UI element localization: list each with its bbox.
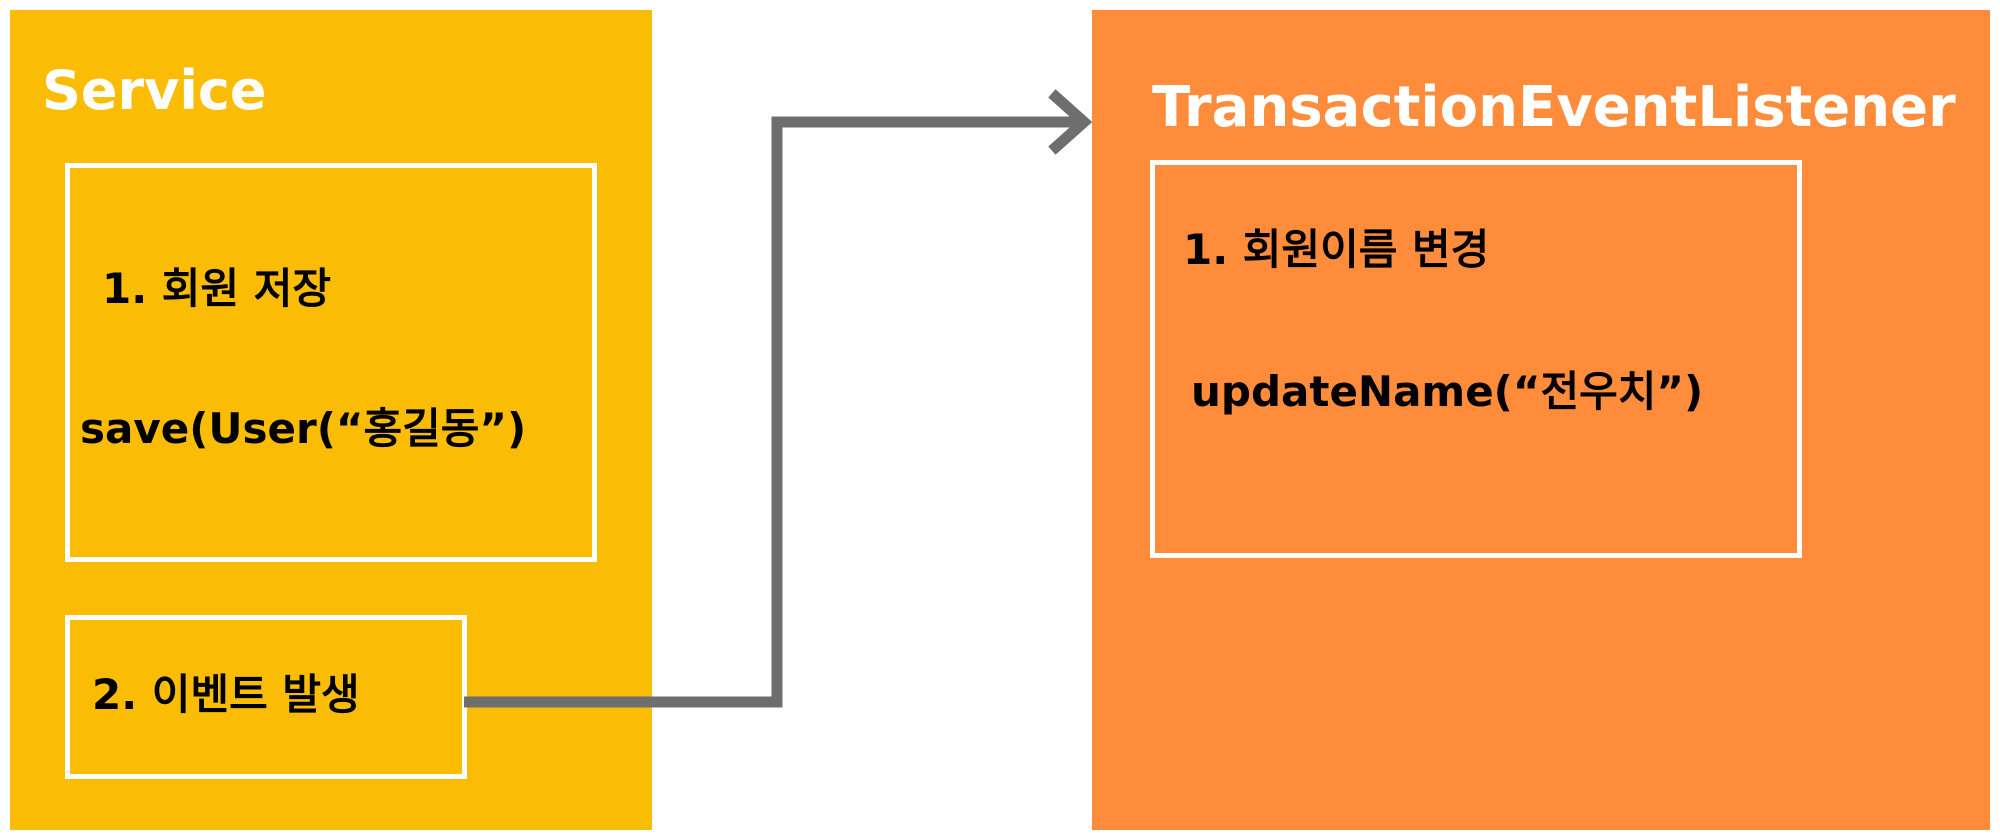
service-title: Service [42, 59, 267, 122]
save-user-box: 1. 회원 저장 save(User(“홍길동”) [65, 163, 597, 562]
listener-title: TransactionEventListener [1152, 75, 1956, 140]
save-code-label: save(User(“홍길동”) [80, 404, 527, 453]
connector-line [464, 116, 1082, 708]
event-step-label: 2. 이벤트 발생 [92, 670, 360, 719]
listener-panel: TransactionEventListener 1. 회원이름 변경 upda… [1092, 10, 1990, 830]
update-name-box: 1. 회원이름 변경 updateName(“전우치”) [1150, 160, 1802, 558]
save-step-label: 1. 회원 저장 [102, 264, 331, 313]
update-step-label: 1. 회원이름 변경 [1183, 225, 1490, 274]
arrow-head-icon [1048, 89, 1093, 155]
update-code-label: updateName(“전우치”) [1191, 367, 1704, 416]
service-panel: Service 1. 회원 저장 save(User(“홍길동”) 2. 이벤트… [10, 10, 652, 830]
